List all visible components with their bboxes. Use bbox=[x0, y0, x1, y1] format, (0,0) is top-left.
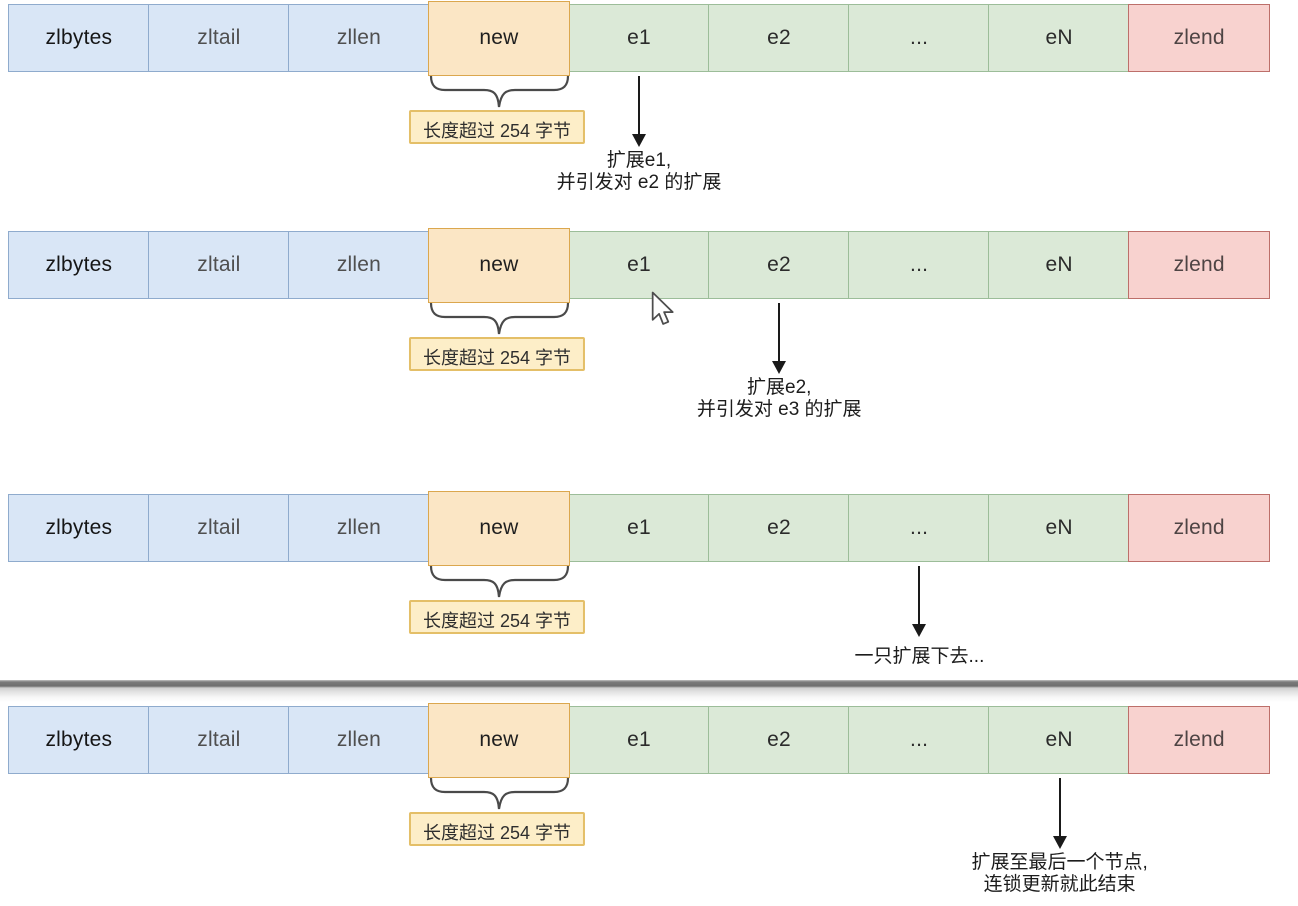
caption-line: 扩展e1, bbox=[606, 150, 672, 171]
cell-eN: eN bbox=[988, 494, 1130, 562]
cell-new: new bbox=[428, 702, 570, 778]
cell-dots: ... bbox=[848, 494, 990, 562]
cell-new: new bbox=[428, 490, 570, 566]
cell-zlbytes: zlbytes bbox=[8, 4, 150, 72]
caption-line: 连锁更新就此结束 bbox=[983, 874, 1136, 895]
cell-zltail: zltail bbox=[148, 706, 290, 774]
cascade-caption: 一只扩展下去... bbox=[739, 646, 1099, 668]
cell-zlbytes: zlbytes bbox=[8, 706, 150, 774]
cell-zltail: zltail bbox=[148, 231, 290, 299]
cell-eN: eN bbox=[988, 706, 1130, 774]
cell-zlend: zlend bbox=[1128, 494, 1271, 562]
brace-under-new-icon bbox=[429, 565, 570, 598]
brace-under-new-icon bbox=[429, 75, 570, 108]
slide-divider bbox=[0, 680, 1298, 702]
caption-line: 并引发对 e2 的扩展 bbox=[556, 172, 722, 193]
cell-dots: ... bbox=[848, 706, 990, 774]
cell-zltail: zltail bbox=[148, 4, 290, 72]
cell-zlend: zlend bbox=[1128, 4, 1271, 72]
cell-new: new bbox=[428, 0, 570, 76]
cell-e1: e1 bbox=[568, 706, 710, 774]
caption-line: 扩展e2, bbox=[747, 377, 812, 398]
cell-zlend: zlend bbox=[1128, 706, 1271, 774]
brace-under-new-icon bbox=[429, 777, 570, 810]
cell-zltail: zltail bbox=[148, 494, 290, 562]
cell-zllen: zllen bbox=[288, 494, 430, 562]
cell-zlend: zlend bbox=[1128, 231, 1271, 299]
length-note: 长度超过 254 字节 bbox=[408, 110, 586, 144]
mouse-cursor-icon bbox=[651, 291, 674, 325]
cell-dots: ... bbox=[848, 4, 990, 72]
brace-under-new-icon bbox=[429, 302, 570, 335]
cascade-caption: 扩展e1, 并引发对 e2 的扩展 bbox=[459, 150, 819, 194]
cell-eN: eN bbox=[988, 4, 1130, 72]
cell-zllen: zllen bbox=[288, 231, 430, 299]
cell-e2: e2 bbox=[708, 4, 850, 72]
cascade-caption: 扩展至最后一个节点, 连锁更新就此结束 bbox=[880, 852, 1240, 896]
cell-eN: eN bbox=[988, 231, 1130, 299]
cell-e1: e1 bbox=[568, 231, 710, 299]
length-note: 长度超过 254 字节 bbox=[408, 600, 586, 634]
cell-zlbytes: zlbytes bbox=[8, 494, 150, 562]
cell-dots: ... bbox=[848, 231, 990, 299]
cell-e2: e2 bbox=[708, 706, 850, 774]
caption-line: 扩展至最后一个节点, bbox=[971, 852, 1148, 873]
cell-zlbytes: zlbytes bbox=[8, 231, 150, 299]
cell-e2: e2 bbox=[708, 231, 850, 299]
cell-new: new bbox=[428, 227, 570, 303]
caption-line: 一只扩展下去... bbox=[854, 646, 985, 667]
cell-zllen: zllen bbox=[288, 706, 430, 774]
cascade-caption: 扩展e2, 并引发对 e3 的扩展 bbox=[599, 377, 959, 421]
caption-line: 并引发对 e3 的扩展 bbox=[696, 399, 862, 420]
length-note: 长度超过 254 字节 bbox=[408, 812, 586, 846]
cell-e2: e2 bbox=[708, 494, 850, 562]
cell-zllen: zllen bbox=[288, 4, 430, 72]
cell-e1: e1 bbox=[568, 4, 710, 72]
length-note: 长度超过 254 字节 bbox=[408, 337, 586, 371]
cell-e1: e1 bbox=[568, 494, 710, 562]
